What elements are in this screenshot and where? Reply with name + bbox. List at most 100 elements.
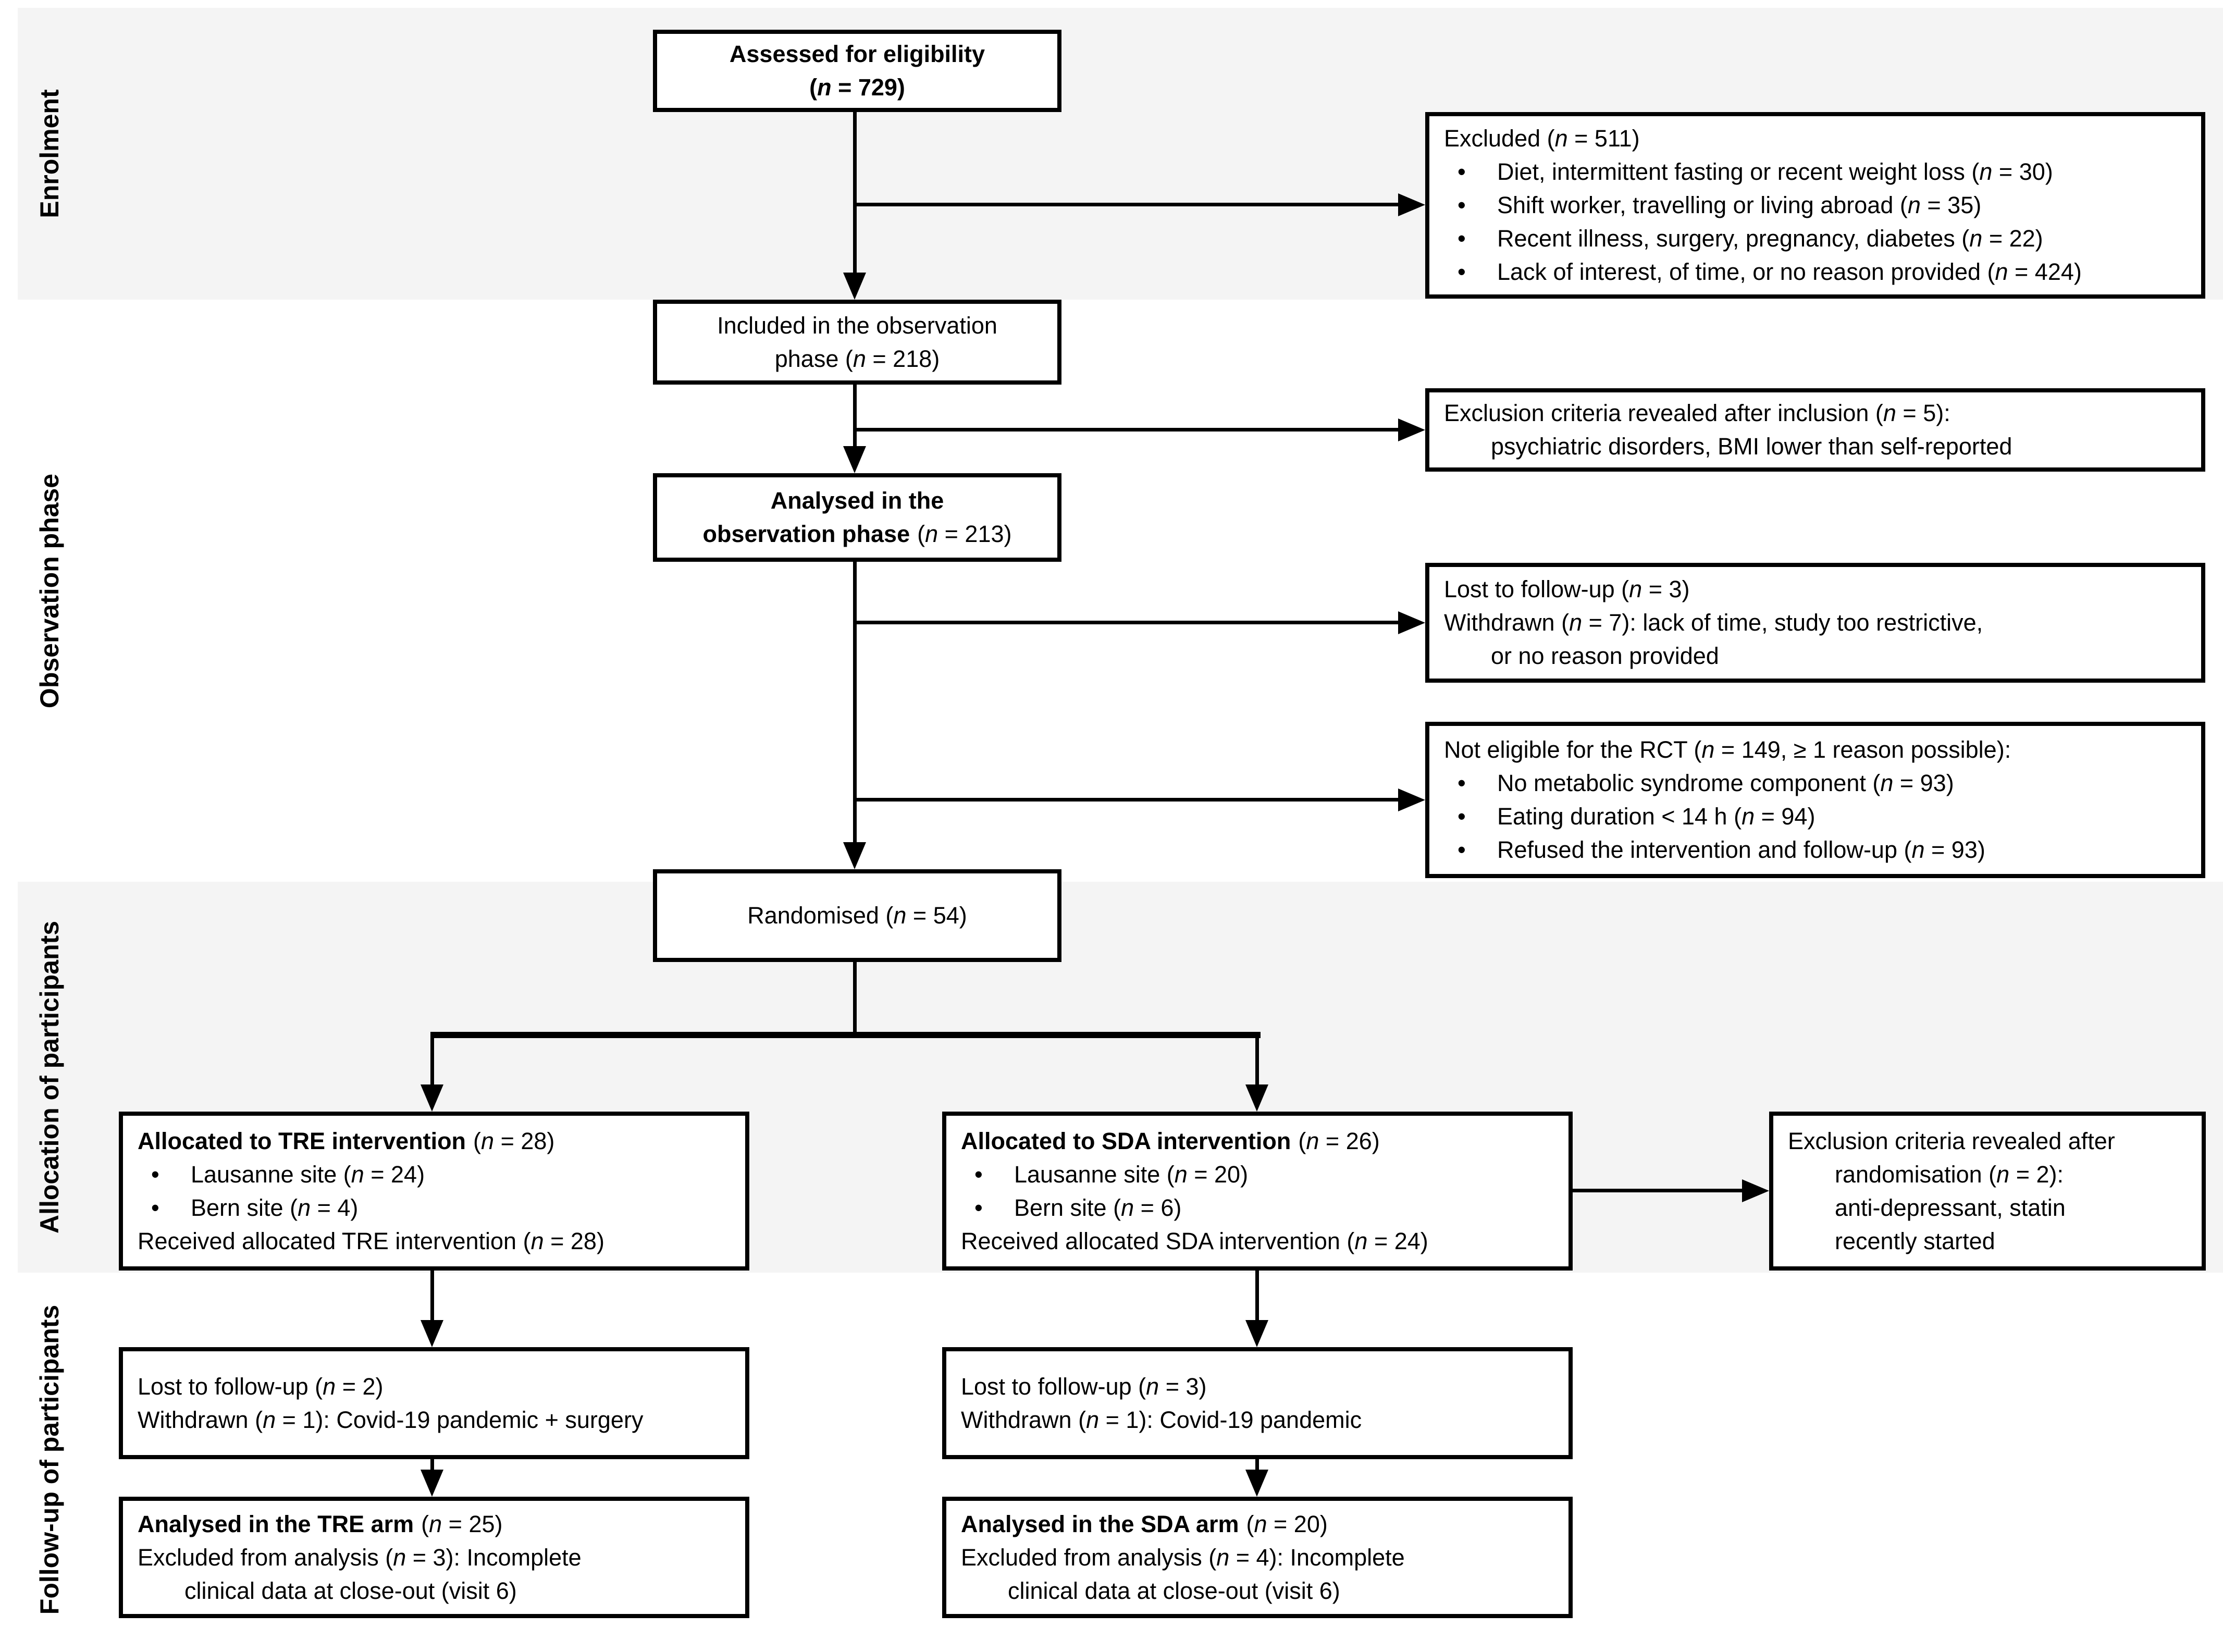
box-analysed-observation: Analysed in the observation phase(n = 21… — [653, 473, 1061, 562]
list-item: • Lausanne site (n = 24) — [151, 1158, 731, 1191]
list-item: • Refused the intervention and follow-up… — [1458, 833, 2187, 867]
box-footer: Received allocated TRE intervention (n =… — [138, 1227, 604, 1254]
connector-randomised-stem — [853, 962, 857, 1035]
bullet-icon: • — [974, 1161, 983, 1188]
connector-sda-to-analysed — [1255, 1459, 1259, 1472]
box-n: (n = 28) — [473, 1127, 555, 1154]
box-title-line: Analysed in the TRE arm (n = 25) — [138, 1508, 731, 1541]
box-line-indented: or no reason provided — [1491, 643, 1719, 669]
list-item-text: Eating duration < 14 h (n = 94) — [1497, 803, 1816, 830]
bullet-icon: • — [151, 1161, 159, 1188]
bullet-icon: • — [1458, 770, 1466, 796]
arrowhead-into-randomised — [843, 842, 866, 869]
connector-analysed-to-randomised — [853, 562, 857, 844]
box-line: Included in the observation — [717, 312, 997, 339]
box-footer: Received allocated SDA intervention (n =… — [961, 1227, 1428, 1254]
list-item-text: No metabolic syndrome component (n = 93) — [1497, 770, 1954, 796]
box-line: Analysed in the — [770, 487, 944, 514]
connector-sda-to-followup — [1255, 1271, 1259, 1322]
box-not-eligible-rct: Not eligible for the RCT (n = 149, ≥ 1 r… — [1425, 722, 2205, 878]
arrowhead-into-sda-allocation — [1245, 1084, 1268, 1112]
arrowhead-into-not-eligible — [1398, 788, 1425, 811]
box-lost-observation: Lost to follow-up (n = 3) Withdrawn (n =… — [1425, 563, 2205, 683]
box-line-indented: clinical data at close-out (visit 6) — [184, 1577, 517, 1604]
connector-sda-to-exclusion-after-randomisation — [1573, 1189, 1744, 1192]
list-item-text: Lausanne site (n = 20) — [1014, 1161, 1249, 1188]
box-title: Allocated to SDA intervention — [961, 1127, 1291, 1154]
box-exclusion-after-inclusion: Exclusion criteria revealed after inclus… — [1425, 388, 2205, 472]
box-line: Excluded from analysis (n = 3): Incomple… — [138, 1544, 582, 1571]
bullet-icon: • — [151, 1194, 159, 1221]
box-line: Lost to follow-up (n = 2) — [138, 1373, 384, 1400]
arrowhead-into-tre-followup — [421, 1320, 443, 1347]
box-line: phase (n = 218) — [774, 345, 940, 372]
box-n: (n = 213) — [917, 521, 1012, 547]
box-title-line: Allocated to SDA intervention (n = 26) — [961, 1125, 1554, 1158]
box-sda-allocation: Allocated to SDA intervention (n = 26) • … — [942, 1112, 1573, 1271]
phase-label-enrolment: Enrolment — [35, 89, 64, 218]
connector-tre-to-followup — [430, 1271, 434, 1322]
box-exclusion-after-randomisation: Exclusion criteria revealed after random… — [1769, 1112, 2206, 1271]
box-sda-followup: Lost to follow-up (n = 3) Withdrawn (n =… — [942, 1347, 1573, 1459]
list-item-text: Refused the intervention and follow-up (… — [1497, 836, 1985, 863]
box-n: (n = 729) — [809, 74, 905, 101]
arrowhead-into-lost-observation — [1398, 611, 1425, 634]
arrowhead-into-exclusion-after-inclusion — [1398, 418, 1425, 441]
connector-assessed-to-included — [853, 112, 857, 275]
list-item-text: Bern site (n = 6) — [1014, 1194, 1182, 1221]
box-line: Excluded from analysis (n = 4): Incomple… — [961, 1544, 1405, 1571]
box-title: Analysed in the TRE arm — [138, 1510, 414, 1537]
arrowhead-into-analysed-observation — [843, 446, 866, 473]
list-item-text: Diet, intermittent fasting or recent wei… — [1497, 158, 2053, 185]
box-header: Excluded (n = 511) — [1444, 125, 1640, 152]
list-item-text: Recent illness, surgery, pregnancy, diab… — [1497, 225, 2043, 252]
box-line: Exclusion criteria revealed after — [1788, 1127, 2115, 1154]
arrowhead-into-tre-allocation — [421, 1084, 443, 1112]
bullet-icon: • — [1458, 225, 1466, 252]
box-header: Not eligible for the RCT (n = 149, ≥ 1 r… — [1444, 736, 2011, 763]
box-line-indented: clinical data at close-out (visit 6) — [1008, 1577, 1340, 1604]
box-line: Withdrawn (n = 7): lack of time, study t… — [1444, 609, 1983, 636]
list-item-text: Lack of interest, of time, or no reason … — [1497, 258, 2082, 285]
connector-split-to-sda — [1255, 1035, 1259, 1087]
arrowhead-into-included — [843, 273, 866, 300]
bullet-icon: • — [1458, 803, 1466, 830]
connector-to-not-eligible — [855, 798, 1400, 802]
phase-label-followup: Follow-up of participants — [35, 1304, 64, 1615]
box-n: (n = 26) — [1298, 1127, 1380, 1154]
box-line: Withdrawn (n = 1): Covid-19 pandemic — [961, 1406, 1362, 1433]
box-title-line: Analysed in the SDA arm(n = 20) — [961, 1508, 1554, 1541]
box-line: Randomised (n = 54) — [747, 902, 967, 929]
arrowhead-into-tre-analysed — [421, 1470, 443, 1497]
list-item: • No metabolic syndrome component (n = 9… — [1458, 767, 2187, 800]
list-item: • Lack of interest, of time, or no reaso… — [1458, 255, 2187, 289]
bullet-icon: • — [1458, 158, 1466, 185]
box-line: Lost to follow-up (n = 3) — [1444, 576, 1690, 602]
phase-label-allocation: Allocation of participants — [35, 920, 64, 1234]
list-item-text: Shift worker, travelling or living abroa… — [1497, 192, 1982, 218]
box-line: observation phase(n = 213) — [702, 517, 1011, 551]
box-line-indented: anti-depressant, statin — [1835, 1194, 2066, 1221]
list-item: • Bern site (n = 6) — [974, 1191, 1554, 1225]
box-line: Exclusion criteria revealed after inclus… — [1444, 400, 1950, 426]
box-line-indented: psychiatric disorders, BMI lower than se… — [1491, 433, 2012, 460]
connector-to-lost-observation — [855, 621, 1400, 624]
box-title: Assessed for eligibility — [729, 41, 985, 67]
box-tre-analysed: Analysed in the TRE arm (n = 25) Excluded… — [119, 1497, 749, 1618]
box-line-indented: randomisation (n = 2): — [1835, 1161, 2064, 1188]
box-line: Lost to follow-up (n = 3) — [961, 1373, 1207, 1400]
box-n: (n = 25) — [421, 1510, 503, 1537]
connector-included-to-analysed — [853, 385, 857, 448]
list-item-text: Lausanne site (n = 24) — [191, 1161, 425, 1188]
bullet-icon: • — [1458, 836, 1466, 863]
list-item: • Shift worker, travelling or living abr… — [1458, 189, 2187, 222]
box-title: Allocated to TRE intervention — [138, 1127, 466, 1154]
list-item: • Recent illness, surgery, pregnancy, di… — [1458, 222, 2187, 255]
connector-tre-to-analysed — [430, 1459, 434, 1472]
connector-split-to-tre — [430, 1035, 434, 1087]
connector-split-bar — [430, 1032, 1261, 1038]
connector-to-excluded — [855, 203, 1400, 206]
bullet-icon: • — [1458, 192, 1466, 218]
list-item: • Bern site (n = 4) — [151, 1191, 731, 1225]
box-n: (n = 20) — [1246, 1510, 1328, 1537]
